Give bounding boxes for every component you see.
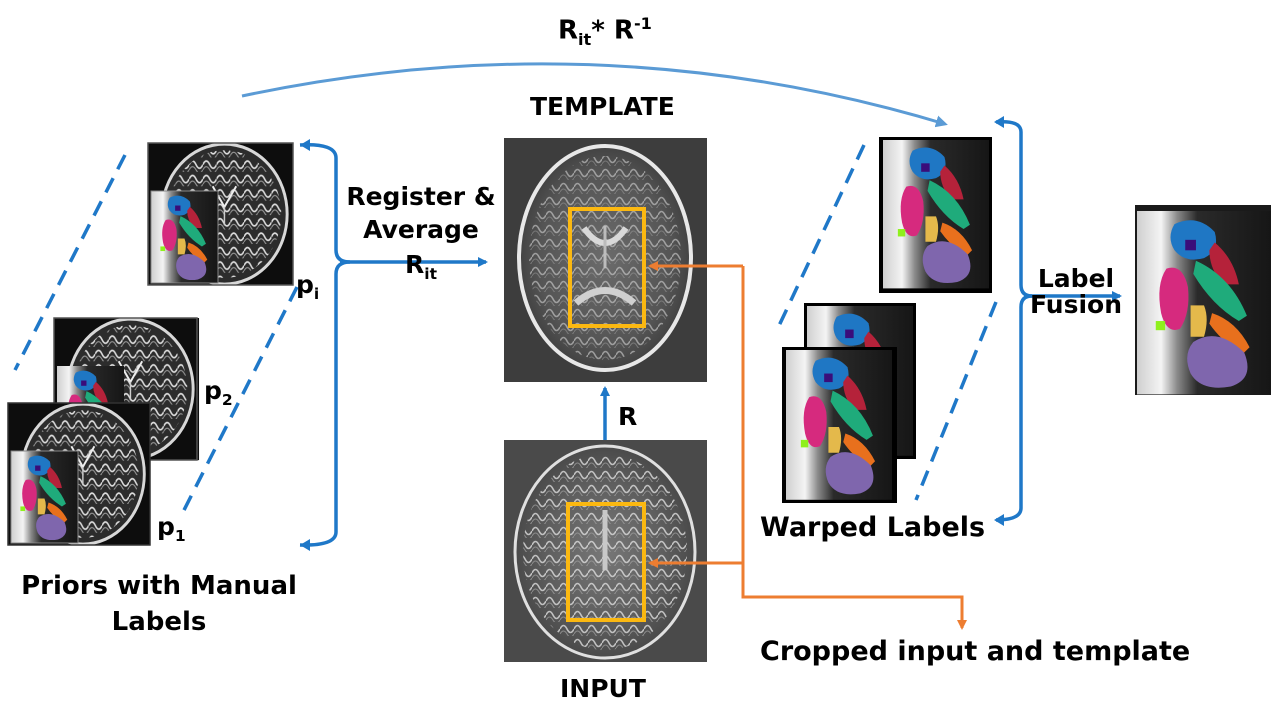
register-label: Register & Average Rit	[338, 180, 504, 291]
register-line1: Register &	[346, 182, 496, 211]
prior-label-base: p	[204, 376, 222, 405]
register-line2: Average	[363, 215, 479, 244]
input-title: INPUT	[560, 674, 646, 703]
prior-label-sub: 2	[221, 391, 233, 409]
r-label: R	[618, 402, 638, 431]
fusion-line1: Label	[1037, 264, 1115, 293]
transform-arc	[241, 62, 948, 128]
warped-label-image-1	[782, 347, 897, 503]
transform-label: Rit* R-1	[558, 14, 652, 49]
prior-image-1	[6, 401, 152, 547]
template-title: TEMPLATE	[530, 92, 675, 121]
prior-label-sub: i	[313, 285, 320, 303]
transform-base: R	[558, 15, 579, 46]
warped-guide-right	[914, 301, 998, 501]
register-sub: it	[424, 265, 437, 283]
warped-caption: Warped Labels	[760, 512, 986, 543]
transform-sub: it	[578, 29, 592, 49]
fused-label-image	[1135, 205, 1271, 395]
input-image	[504, 440, 707, 662]
prior-label-i: pi	[296, 270, 319, 303]
template-image	[504, 138, 707, 382]
priors-caption: Priors with Manual Labels	[2, 568, 316, 640]
priors-caption-line2: Labels	[111, 607, 207, 637]
prior-image-i	[146, 141, 295, 287]
register-matrix: Rit	[338, 248, 504, 291]
transform-exp: -1	[633, 14, 652, 33]
input-crop-box	[566, 502, 646, 622]
fusion-line2: Fusion	[1029, 290, 1123, 319]
transform-op: * R	[591, 15, 634, 46]
prior-label-base: p	[157, 512, 175, 541]
priors-caption-line1: Priors with Manual	[21, 571, 297, 601]
prior-label-2: p2	[204, 376, 233, 409]
prior-label-1: p1	[157, 512, 186, 545]
cropped-caption: Cropped input and template	[760, 636, 1191, 667]
warped-guide-left	[775, 144, 866, 331]
register-base: R	[405, 250, 425, 279]
fusion-label: Label Fusion	[1024, 262, 1128, 322]
stack-guide-right	[178, 286, 299, 519]
prior-label-sub: 1	[174, 527, 186, 545]
prior-label-base: p	[296, 270, 314, 299]
template-crop-box	[568, 207, 646, 328]
stack-guide-left	[13, 154, 127, 371]
crop-connector	[741, 266, 967, 630]
warped-label-image-i	[879, 137, 992, 293]
